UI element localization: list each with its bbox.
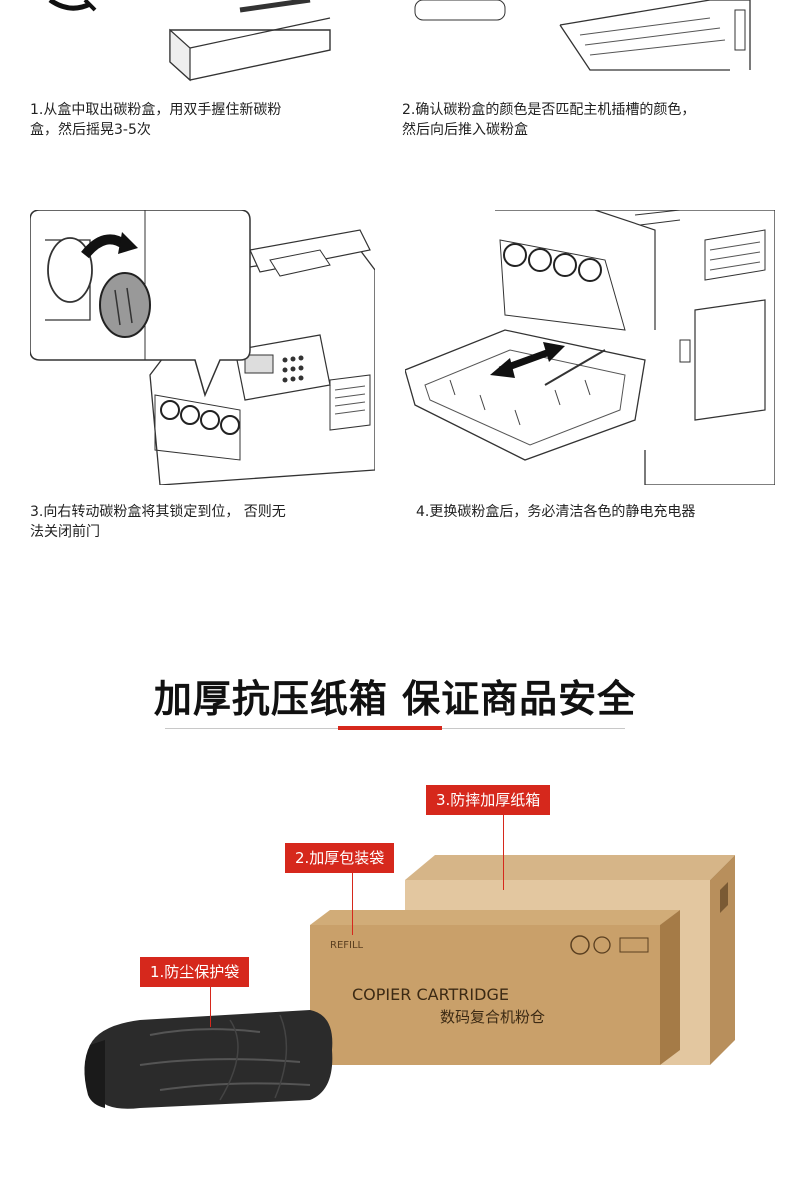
step1-caption-line2: 盒，然后摇晃3-5次 [30, 122, 151, 138]
packaging-illustration: REFILL COPIER CARTRIDGE 数码复合机粉仓 [80, 850, 760, 1120]
label-thick-bag-leader [352, 873, 353, 935]
step3-caption-line2: 法关闭前门 [30, 524, 100, 540]
step2-caption: 2.确认碳粉盒的颜色是否匹配主机插槽的颜色， 然后向后推入碳粉盒 [402, 100, 782, 140]
label-dust-bag: 1.防尘保护袋 [140, 957, 250, 987]
step4-caption-line1: 4.更换碳粉盒后，务必清洁各色的静电充电器 [416, 504, 696, 520]
step1-caption: 1.从盒中取出碳粉盒，用双手握住新碳粉 盒，然后摇晃3-5次 [30, 100, 370, 140]
label-thick-bag: 2.加厚包装袋 [285, 843, 395, 873]
section-divider-accent [338, 726, 442, 730]
label-carton-leader [503, 815, 504, 890]
box-text-en: COPIER CARTRIDGE [352, 985, 509, 1004]
step3-illustration [30, 210, 375, 485]
section-title: 加厚抗压纸箱 保证商品安全 [153, 677, 637, 721]
step3-caption-line1: 3.向右转动碳粉盒将其锁定到位， 否则无 [30, 504, 286, 520]
box-text-cn: 数码复合机粉仓 [440, 1008, 545, 1026]
label-dust-bag-leader [210, 987, 211, 1027]
step4-illustration [405, 210, 775, 485]
box-logo: REFILL [330, 940, 364, 951]
step4-caption: 4.更换碳粉盒后，务必清洁各色的静电充电器 [416, 502, 786, 522]
step3-caption: 3.向右转动碳粉盒将其锁定到位， 否则无 法关闭前门 [30, 502, 370, 542]
step2-caption-line1: 2.确认碳粉盒的颜色是否匹配主机插槽的颜色， [402, 102, 696, 118]
label-carton: 3.防摔加厚纸箱 [426, 785, 551, 815]
step2-caption-line2: 然后向后推入碳粉盒 [402, 122, 528, 138]
step2-illustration [410, 0, 770, 85]
step1-illustration [30, 0, 360, 85]
step1-caption-line1: 1.从盒中取出碳粉盒，用双手握住新碳粉 [30, 102, 282, 118]
